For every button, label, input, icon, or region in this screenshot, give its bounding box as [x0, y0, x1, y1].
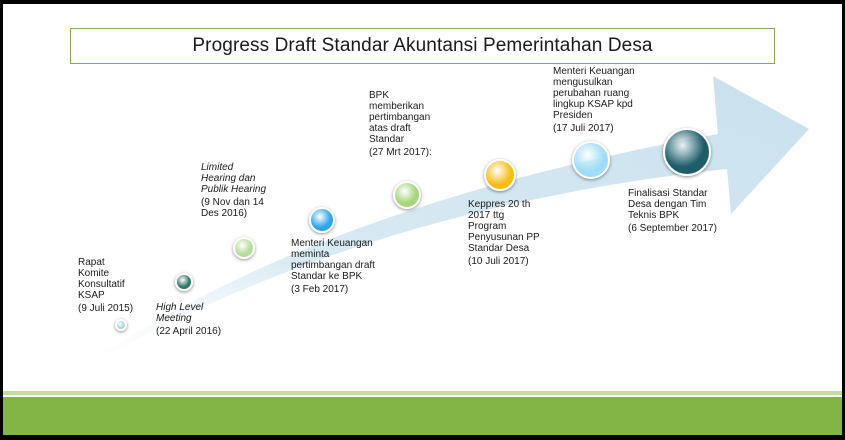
milestone-marker: [115, 319, 127, 331]
milestone-text: Menteri Keuangan mengusulkan perubahan r…: [553, 66, 635, 121]
milestone-label: Rapat Komite Konsultatif KSAP (9 Juli 201…: [78, 257, 133, 314]
milestone-date: (22 April 2016): [156, 326, 222, 337]
milestone-date: (10 Juli 2017): [468, 256, 529, 267]
milestone-text: High Level Meeting: [156, 302, 204, 324]
milestone-label: Menteri Keuangan meminta pertimbangan dr…: [291, 238, 375, 295]
milestone-date: (9 Nov dan 14 Des 2016): [201, 197, 264, 219]
milestone-label: Finalisasi Standar Desa dengan Tim Tekni…: [628, 188, 717, 234]
milestone-text: Menteri Keuangan meminta pertimbangan dr…: [291, 238, 375, 282]
milestone-label: Menteri Keuangan mengusulkan perubahan r…: [553, 66, 635, 134]
milestone-date: (9 Juli 2015): [78, 303, 134, 314]
milestone-marker: [484, 159, 516, 191]
milestone-date: (3 Feb 2017): [291, 284, 349, 295]
title-box: Progress Draft Standar Akuntansi Pemerin…: [70, 28, 775, 64]
footer-line: [3, 391, 842, 395]
milestone-date: (27 Mrt 2017):: [369, 147, 432, 158]
footer-band: [3, 397, 842, 435]
milestone-label: Keppres 20 th 2017 ttg Program Penyusuna…: [468, 199, 540, 267]
milestone-marker: [309, 207, 335, 233]
milestone-marker: [572, 141, 610, 179]
milestone-label: BPK memberikan pertimbangan atas draft S…: [369, 90, 432, 158]
milestone-marker: [663, 128, 711, 176]
milestone-text: Rapat Komite Konsultatif KSAP: [78, 257, 125, 301]
milestone-label: Limited Hearing dan Publik Hearing(9 Nov…: [201, 162, 266, 219]
milestone-date: (17 Juli 2017): [553, 123, 614, 134]
milestone-date: (6 September 2017): [628, 223, 717, 234]
milestone-text: Finalisasi Standar Desa dengan Tim Tekni…: [628, 188, 708, 221]
milestone-text: Limited Hearing dan Publik Hearing: [201, 162, 267, 195]
milestone-marker: [175, 273, 193, 291]
milestone-text: Keppres 20 th 2017 ttg Program Penyusuna…: [468, 199, 540, 254]
milestone-text: BPK memberikan pertimbangan atas draft S…: [369, 90, 431, 145]
arrow-shape: [71, 76, 809, 376]
slide: Progress Draft Standar Akuntansi Pemerin…: [3, 4, 842, 435]
page-title: Progress Draft Standar Akuntansi Pemerin…: [192, 35, 653, 56]
milestone-marker: [393, 181, 421, 209]
progress-arrow: [71, 76, 809, 376]
milestone-label: High Level Meeting (22 April 2016): [156, 302, 221, 337]
milestone-marker: [233, 237, 255, 259]
